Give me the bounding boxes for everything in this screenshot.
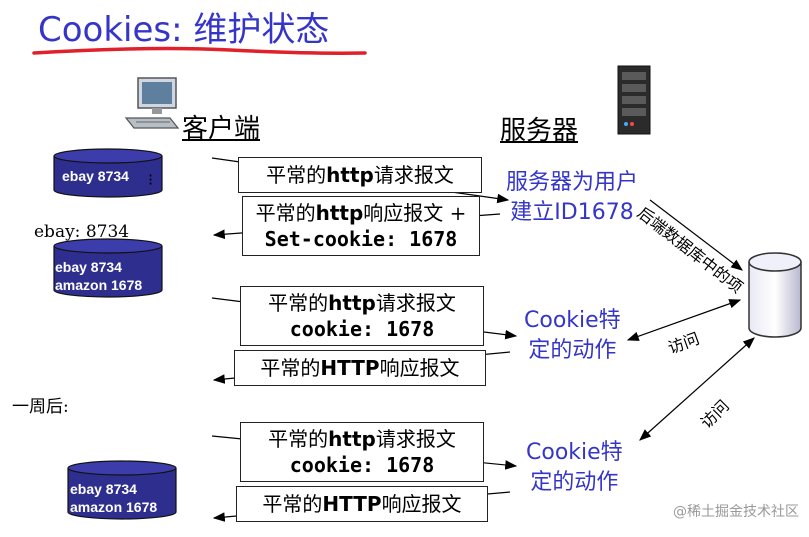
cookie-entry: ebay 8734 xyxy=(62,168,129,184)
msg3-post: 请求报文 xyxy=(375,291,456,315)
http-response-box-3: 平常的HTTP响应报文 xyxy=(236,486,488,522)
cookie-action-1-line1: Cookie特 xyxy=(524,308,621,333)
http-response-box-2: 平常的HTTP响应报文 xyxy=(234,350,486,386)
set-cookie-header: Set-cookie: 1678 xyxy=(264,227,458,251)
computer-icon xyxy=(124,77,180,129)
cookie-action-1-line2: 定的动作 xyxy=(528,338,617,363)
title-subtitle: : 维护状态 xyxy=(171,10,330,50)
page-title: Cookies: 维护状态 xyxy=(38,2,329,51)
msg1-protocol: http xyxy=(326,163,374,187)
msg5-post: 请求报文 xyxy=(375,427,456,451)
msg6-pre: 平常的 xyxy=(262,492,323,516)
msg2-post: 响应报文 + xyxy=(363,201,467,225)
http-response-box-1: 平常的http响应报文 + Set-cookie: 1678 xyxy=(242,196,480,256)
cookie-header: cookie: 1678 xyxy=(289,453,435,477)
server-label: 服务器 xyxy=(500,116,579,146)
cookie-file-cylinder-2 xyxy=(53,238,163,298)
http-request-box-1: 平常的http请求报文 xyxy=(238,157,482,193)
msg4-protocol: HTTP xyxy=(320,356,380,380)
msg1-post: 请求报文 xyxy=(373,163,454,187)
cookie-entry-ebay: ebay 8734 xyxy=(70,481,137,497)
msg5-protocol: http xyxy=(328,427,376,451)
http-request-box-2: 平常的http请求报文 cookie: 1678 xyxy=(240,286,484,346)
cookie-action-2-line1: Cookie特 xyxy=(526,440,623,465)
msg6-post: 响应报文 xyxy=(381,492,462,516)
arrow-to-backend xyxy=(649,199,743,271)
week-later-label: 一周后: xyxy=(12,397,69,417)
server-create-id: 服务器为用户 建立ID1678 xyxy=(506,168,638,228)
title-cookies: Cookies xyxy=(38,10,172,50)
ebay-note: ebay: 8734 xyxy=(34,222,130,242)
msg4-post: 响应报文 xyxy=(379,356,460,380)
title-underline xyxy=(32,46,367,55)
msg1-pre: 平常的 xyxy=(266,163,327,187)
watermark: @稀土掘金技术社区 xyxy=(673,504,799,520)
msg2-protocol: http xyxy=(315,201,364,225)
cursor-glyph: ⁝ xyxy=(148,170,154,189)
cookie-action-2-line2: 定的动作 xyxy=(530,470,619,495)
msg6-protocol: HTTP xyxy=(322,492,382,516)
cookie-entry-amazon: amazon 1678 xyxy=(70,499,158,515)
arrow-access-1 xyxy=(626,299,742,341)
cookie-file-cylinder-3 xyxy=(67,460,177,520)
msg3-protocol: http xyxy=(328,291,376,315)
server-create-id-line1: 服务器为用户 xyxy=(506,170,639,195)
server-create-id-line2: 建立ID1678 xyxy=(510,200,634,225)
client-label: 客户端 xyxy=(182,114,261,144)
cookie-entry-amazon: amazon 1678 xyxy=(55,277,143,293)
cookie-action-2: Cookie特 定的动作 xyxy=(526,438,623,498)
cookie-action-1: Cookie特 定的动作 xyxy=(524,306,621,366)
cookie-entry-ebay: ebay 8734 xyxy=(55,259,122,275)
msg2-pre: 平常的 xyxy=(255,201,316,225)
msg5-pre: 平常的 xyxy=(268,427,329,451)
arrow-access-2 xyxy=(639,337,755,441)
msg3-pre: 平常的 xyxy=(268,291,329,315)
http-request-box-3: 平常的http请求报文 cookie: 1678 xyxy=(240,422,484,482)
server-icon xyxy=(617,65,651,135)
cookie-header: cookie: 1678 xyxy=(289,317,435,341)
msg4-pre: 平常的 xyxy=(260,356,321,380)
cookie-file-cylinder-1 xyxy=(53,148,163,198)
backend-database-icon xyxy=(748,252,802,338)
